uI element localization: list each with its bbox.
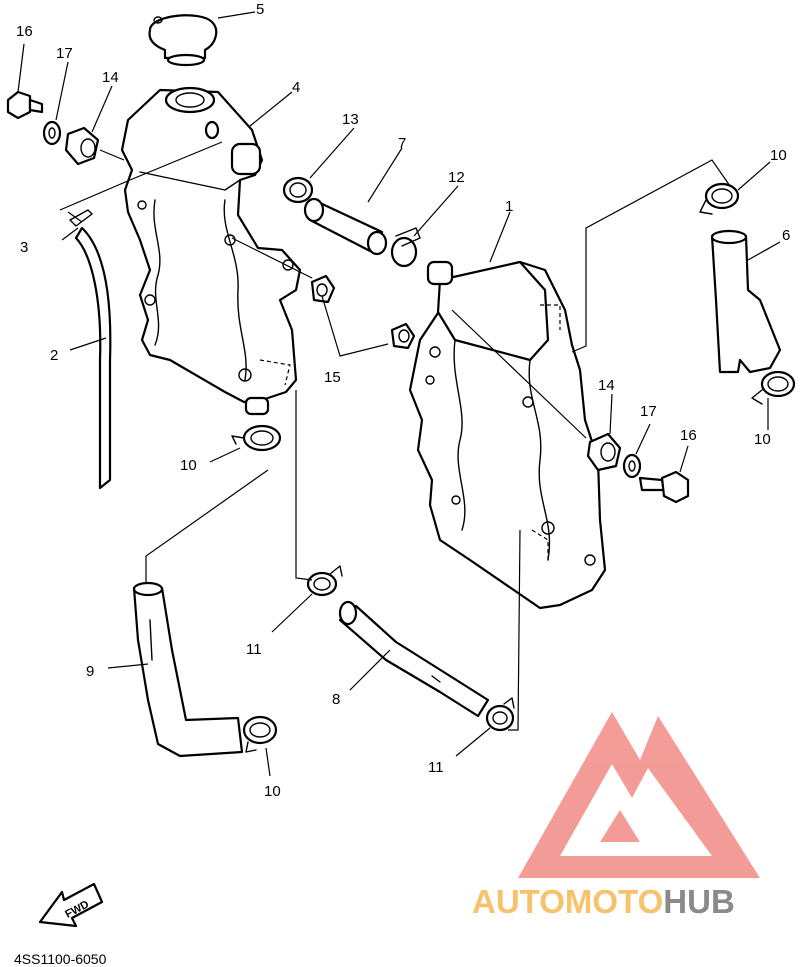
- part-clamp-10-bottom: [242, 715, 278, 753]
- watermark-logo: [518, 712, 760, 878]
- callout-2: 2: [50, 347, 58, 364]
- callout-6: 6: [782, 227, 790, 244]
- part-radiator-hose-8: [338, 600, 490, 718]
- part-left-radiator: [120, 86, 302, 416]
- callout-10-bottom: 10: [264, 783, 281, 800]
- callout-14-right: 14: [598, 377, 615, 394]
- watermark-brand-text: AUTOMOTOHUB: [472, 883, 735, 920]
- fwd-arrow-icon: FWD: [38, 882, 104, 928]
- callout-16-right: 16: [680, 427, 697, 444]
- callout-10-top-right: 10: [770, 147, 787, 164]
- callout-1: 1: [505, 198, 513, 215]
- callout-16-left: 16: [16, 23, 33, 40]
- part-bolt-left: [6, 90, 44, 120]
- callout-12: 12: [448, 169, 465, 186]
- callout-10-left: 10: [180, 457, 197, 474]
- part-grommet-15-upper: [310, 274, 336, 304]
- brand-hub: HUB: [663, 883, 735, 920]
- brand-automoto: AUTOMOTO: [472, 883, 663, 920]
- callout-11-upper: 11: [246, 641, 262, 658]
- part-clamp-11-lower: [485, 697, 515, 732]
- callout-10-right: 10: [754, 431, 771, 448]
- part-clip: [69, 209, 93, 227]
- part-clamp-10-top-right: [699, 182, 740, 215]
- part-grommet-left: [64, 126, 100, 166]
- callout-labels: 1 2 3 4 5 6 7 8 9 10 10 10 10 11 11 12 1…: [16, 1, 790, 800]
- part-grommet-right: [586, 432, 622, 472]
- callout-5: 5: [256, 1, 264, 18]
- part-bolt-right: [638, 470, 690, 504]
- callout-13: 13: [342, 111, 359, 128]
- part-radiator-cap: [148, 14, 218, 67]
- callout-15: 15: [324, 369, 341, 386]
- callout-8: 8: [332, 691, 340, 708]
- part-washer-right: [622, 453, 642, 479]
- part-grommet-15-lower: [390, 322, 416, 350]
- part-clamp-10-left: [231, 424, 282, 452]
- callout-17-left: 17: [56, 45, 73, 62]
- part-washer-left: [42, 120, 62, 146]
- diagram-code: 4SS1100-6050: [14, 951, 107, 967]
- callout-17-right: 17: [640, 403, 657, 420]
- callout-11-lower: 11: [428, 759, 444, 776]
- leader-lines: [17, 11, 781, 777]
- callout-14-left: 14: [102, 69, 119, 86]
- part-right-radiator: [408, 260, 607, 610]
- part-radiator-hose-9: [132, 581, 244, 758]
- callout-9: 9: [86, 663, 94, 680]
- part-overflow-hose: [74, 226, 112, 490]
- part-radiator-hose-6: [710, 229, 782, 374]
- part-hose-clamp-12: [390, 227, 421, 268]
- part-clamp-11-upper: [306, 565, 343, 597]
- part-connecting-hose-7: [303, 197, 388, 256]
- callout-7: 7: [398, 135, 406, 152]
- part-hose-clamp-13: [282, 176, 314, 204]
- part-clamp-10-right: [751, 370, 796, 405]
- callout-4: 4: [292, 79, 300, 96]
- callout-3: 3: [20, 239, 28, 256]
